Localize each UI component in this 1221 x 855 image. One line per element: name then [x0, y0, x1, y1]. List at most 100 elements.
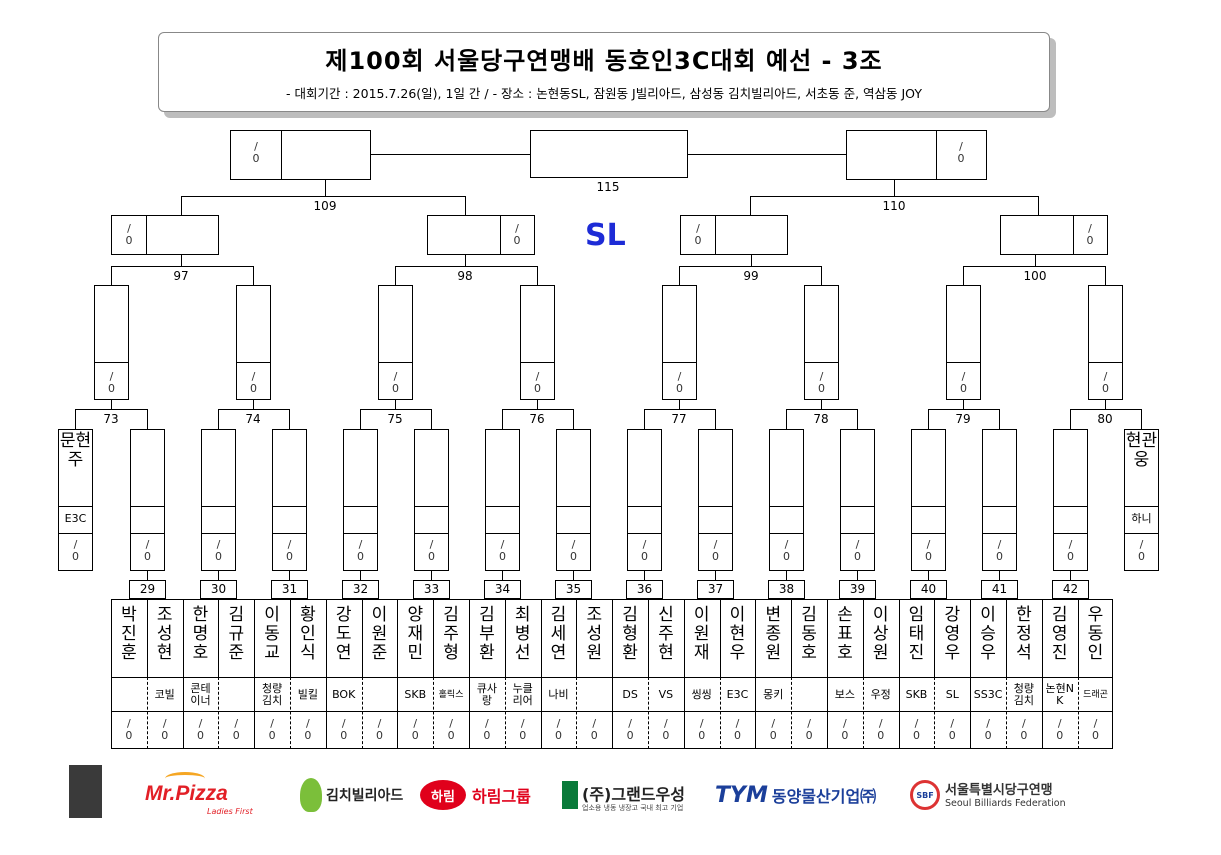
r32-slot[interactable] [1124, 429, 1159, 571]
match-number-first-round: 39 [849, 582, 866, 596]
r32-score-value: 0 [1067, 550, 1074, 563]
final-slot-left[interactable] [230, 130, 371, 180]
match-number-first-round: 36 [636, 582, 653, 596]
first-round-match-number-box [271, 580, 308, 599]
player-score-slash: / [413, 717, 418, 730]
r16-slot[interactable] [94, 285, 129, 400]
semi-score-value: 0 [1086, 234, 1094, 247]
player-affiliation: 청량김치 [261, 682, 283, 707]
bracket-line [911, 533, 946, 534]
r32-slot[interactable] [201, 429, 236, 571]
first-round-match-number-box [342, 580, 379, 599]
bracket-line [679, 266, 822, 267]
player-score-slash: / [1093, 717, 1098, 730]
r32-slot[interactable] [1053, 429, 1088, 571]
semi-slot[interactable] [111, 215, 219, 255]
r16-slot[interactable] [236, 285, 271, 400]
bracket-line [827, 599, 828, 749]
r32-slot[interactable] [556, 429, 591, 571]
bracket-line [1070, 571, 1071, 581]
r32-slot[interactable] [414, 429, 449, 571]
player-name: 임태진 [908, 605, 925, 663]
bracket-line [469, 599, 470, 749]
player-name: 한정석 [1016, 605, 1032, 663]
player-affiliation [218, 680, 254, 710]
semi-score-value: 0 [513, 234, 521, 247]
semi-slot[interactable] [1000, 215, 1108, 255]
player-score-slash: / [592, 717, 597, 730]
bye-player-affiliation: 하니 [1131, 513, 1152, 525]
r16-slot[interactable] [1088, 285, 1123, 400]
r32-slot[interactable] [840, 429, 875, 571]
woosung-mark-icon [562, 781, 578, 809]
bracket-line [431, 409, 432, 429]
bracket-line [130, 533, 165, 534]
federation-name: 서울특별시당구연맹 [945, 783, 1053, 798]
player-affiliation [791, 680, 827, 710]
player-name: 김동호 [801, 605, 817, 663]
r16-slot[interactable] [520, 285, 555, 400]
player-score-value: 0 [411, 729, 419, 742]
bracket-line [576, 599, 578, 677]
player-score-value: 0 [554, 729, 562, 742]
bracket-line [378, 362, 413, 363]
r32-slot[interactable] [58, 429, 93, 571]
bracket-line [1070, 409, 1071, 429]
bracket-line [94, 362, 129, 363]
bracket-line [1124, 506, 1159, 507]
bracket-line [963, 266, 1106, 267]
champion-slot[interactable] [530, 130, 688, 178]
r16-slot[interactable] [804, 285, 839, 400]
bracket-line [58, 506, 93, 507]
player-score-slash: / [485, 717, 489, 730]
r32-slot[interactable] [627, 429, 662, 571]
r32-slot[interactable] [272, 429, 307, 571]
r16-slot[interactable] [946, 285, 981, 400]
bracket-line [1124, 533, 1159, 534]
bracket-line [556, 533, 591, 534]
bracket-line [970, 599, 972, 749]
player-score-slash: / [986, 717, 990, 730]
bracket-line [1073, 215, 1074, 255]
sponsor-federation-logo: SBF 서울특별시당구연맹 Seoul Billiards Federation [910, 770, 1080, 820]
r32-slot[interactable] [982, 429, 1017, 571]
semi-slot[interactable] [427, 215, 535, 255]
bracket-line [840, 506, 875, 507]
r32-score-value: 0 [1138, 550, 1145, 563]
semi-slot[interactable] [680, 215, 788, 255]
player-score-slash: / [699, 717, 704, 730]
r32-slot[interactable] [130, 429, 165, 571]
bracket-line [982, 533, 1017, 534]
player-score-slash: / [664, 717, 668, 730]
final-slot-right[interactable] [846, 130, 987, 180]
final-left-score-value: 0 [252, 152, 260, 165]
first-round-match-number-box [484, 580, 521, 599]
bye-player-affiliation: E3C [64, 513, 87, 525]
match-number-quarter: 98 [457, 269, 473, 283]
bracket-line [644, 409, 645, 429]
bracket-line [218, 409, 290, 410]
r32-slot[interactable] [911, 429, 946, 571]
bracket-line [111, 400, 112, 410]
semi-score-value: 0 [125, 234, 133, 247]
bye-player-name: 현관웅 [1125, 431, 1158, 470]
r32-slot[interactable] [698, 429, 733, 571]
player-score-slash: / [771, 717, 776, 730]
r16-slot[interactable] [378, 285, 413, 400]
r16-slot[interactable] [662, 285, 697, 400]
match-number-first-round: 41 [991, 582, 1008, 596]
r32-slot[interactable] [343, 429, 378, 571]
r16-score-value: 0 [960, 382, 967, 395]
r32-slot[interactable] [769, 429, 804, 571]
bracket-line [936, 130, 937, 180]
bracket-line [928, 571, 929, 581]
r32-slot[interactable] [485, 429, 520, 571]
match-number-first-round: 34 [494, 582, 511, 596]
player-affiliation: 코빌 [154, 688, 175, 701]
player-affiliation: VS [658, 688, 674, 701]
dongyang-wordmark: 동양물산기업㈜ [771, 787, 877, 806]
bracket-line [272, 533, 307, 534]
bracket-line [236, 362, 271, 363]
player-affiliation: 빌킬 [297, 688, 319, 701]
player-score-value: 0 [769, 729, 777, 742]
